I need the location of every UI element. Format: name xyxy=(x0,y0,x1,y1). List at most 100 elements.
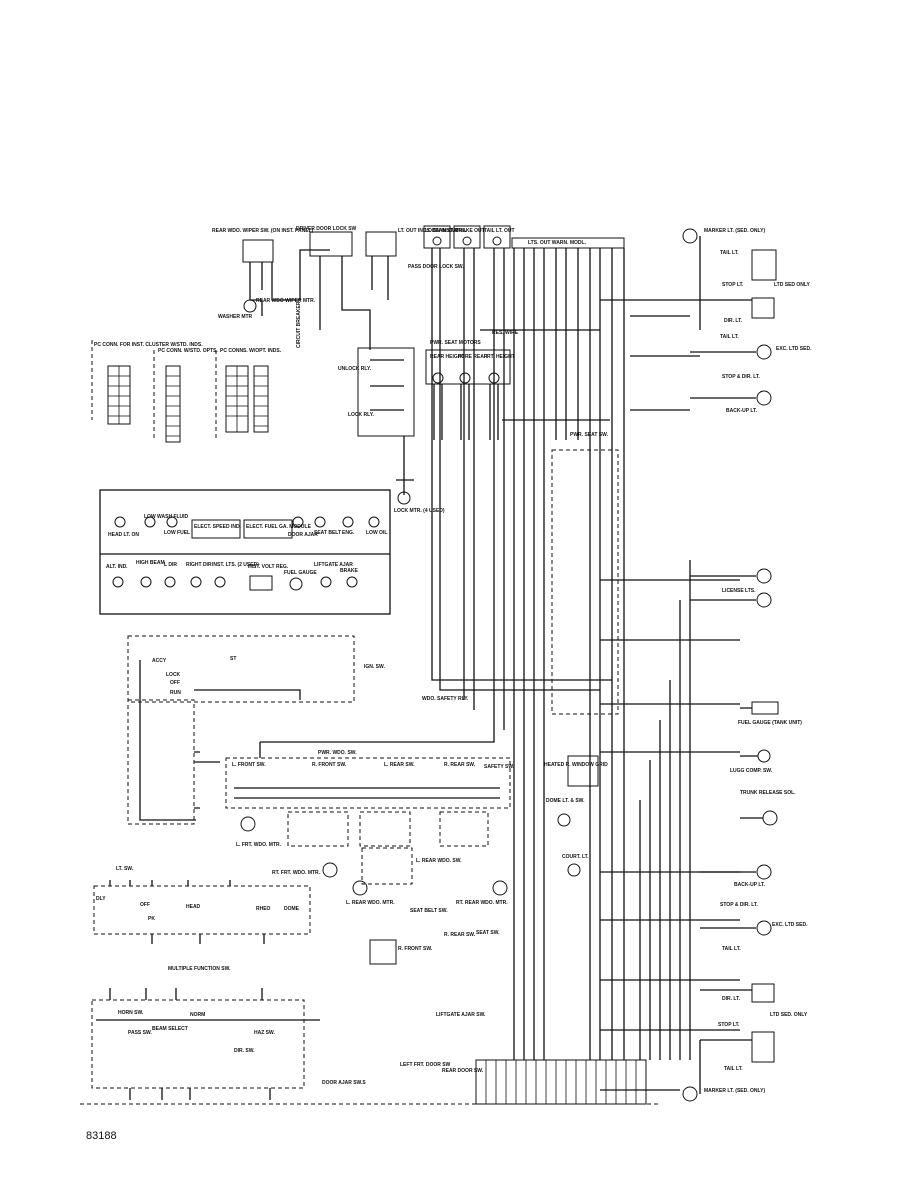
low-fuel-label: LOW FUEL xyxy=(164,530,190,536)
rear-wiper-switch-label: REAR WDO. WIPER SW. (ON INST. PANEL) xyxy=(212,228,314,234)
back-up-2-label: BACK-UP LT. xyxy=(734,882,766,888)
marker-lamp-bottom xyxy=(682,1086,698,1102)
exc-ltd-label: EXC. LTD SED. xyxy=(776,346,812,352)
center-components: HEATED R. WINDOW GRID DOME LT. & SW. COU… xyxy=(322,755,647,1105)
l-frt-mtr-label: L. FRT. WDO. MTR. xyxy=(236,842,282,848)
l-front-sw-label: L. FRONT SW. xyxy=(232,762,266,768)
license-label: LICENSE LTS. xyxy=(722,588,756,594)
heated-window-grid xyxy=(567,755,599,787)
l-rear-sw-label: L. REAR SW. xyxy=(384,762,415,768)
marker-top-label: MARKER LT. (SED. ONLY) xyxy=(704,228,765,234)
pass-lock-switch xyxy=(365,231,397,257)
r-front-sw-label: R. FRONT SW. xyxy=(398,946,433,952)
ltd-sed-only-label: LTD SED ONLY xyxy=(774,282,811,288)
lt-sw-title: LT. SW. xyxy=(116,866,134,872)
exc-ltd-2-label: EXC. LTD SED. xyxy=(772,922,808,928)
cluster-outline xyxy=(99,489,391,615)
courtesy-lamp xyxy=(567,863,581,877)
ign-off-label: OFF xyxy=(170,680,180,686)
elect-speed-label: ELECT. SPEED IND. xyxy=(194,524,242,530)
head-lt-label: HEAD LT. ON xyxy=(108,532,139,538)
rt-frt-wdo-motor xyxy=(322,862,338,878)
pc-connector-tables: PC CONN. FOR INST. CLUSTER W/STD. INDS. … xyxy=(91,340,282,443)
lt-sw-head-label: HEAD xyxy=(186,904,201,910)
res-wire-top-label: RES. WIRE xyxy=(492,330,519,336)
pwr-wdo-sw-box xyxy=(225,757,511,809)
seat-belt-sw-label: SEAT BELT SW. xyxy=(410,908,448,914)
lt-sw-off-label: OFF xyxy=(140,902,150,908)
inst-lts-lamp xyxy=(214,576,226,588)
seat-belt-lamp xyxy=(314,516,326,528)
door-ajar-sws-label: DOOR AJAR SW.S xyxy=(322,1080,366,1086)
l-dir-lamp xyxy=(164,576,176,588)
dir-lt-1-label: DIR. LT. xyxy=(724,318,743,324)
warning-module-label: LTS. OUT WARN. MODL. xyxy=(528,240,587,246)
seat-switch-label: PWR. SEAT SW. xyxy=(570,432,609,438)
tail-lt-3-label: TAIL LT. xyxy=(722,946,741,952)
high-beam-label: HIGH BEAM xyxy=(136,560,165,566)
alt-ind-label: ALT. IND. xyxy=(106,564,128,570)
fore-rear-label: FORE REAR xyxy=(458,354,488,360)
lt-sw-dome-label: DOME xyxy=(284,906,300,912)
light-switch-box xyxy=(93,885,311,935)
stop-dir-2-label: STOP & DIR. LT. xyxy=(720,902,758,908)
low-wash-label: LOW WASH FLUID xyxy=(144,514,189,520)
brake-lamp xyxy=(346,576,358,588)
seat-motors-box xyxy=(425,349,511,385)
tail-lt-4-label: TAIL LT. xyxy=(724,1066,743,1072)
fuel-gauge-tank-label: FUEL GAUGE (TANK UNIT) xyxy=(738,720,802,726)
ign-st-label: ST xyxy=(230,656,236,662)
haz-sw-label: HAZ SW. xyxy=(254,1030,275,1036)
ignition-switch: IGN. SW. ACCY LOCK OFF RUN ST xyxy=(127,635,385,825)
elect-fuel-label: ELECT. FUEL GA. MODULE xyxy=(246,524,312,530)
instrument-cluster: HEAD LT. ON LOW WASH FLUID LOW FUEL ELEC… xyxy=(99,489,391,615)
ignition-switch-top-box xyxy=(127,635,355,703)
pwr-wdo-sw-title: PWR. WDO. SW. xyxy=(318,750,357,756)
dome-lamp xyxy=(557,813,571,827)
left-frt-door-sw-label: LEFT FRT. DOOR SW xyxy=(400,1062,451,1068)
washer-motor xyxy=(243,299,257,313)
ign-run-label: RUN xyxy=(170,690,181,696)
multi-sw-title: MULTIPLE FUNCTION SW. xyxy=(168,966,231,972)
stop-lt-2-label: STOP LT. xyxy=(718,1022,740,1028)
brake-out-indicator xyxy=(453,225,481,249)
l-frt-wdo-motor xyxy=(240,816,256,832)
rear-lamps: MARKER LT. (SED. ONLY) TAIL LT. STOP LT.… xyxy=(682,228,812,1102)
inst-lts-label: INST. LTS. (2 USED) xyxy=(212,562,259,568)
door-ajar-label: DOOR AJAR xyxy=(288,532,318,538)
driver-lock-switch xyxy=(309,231,353,257)
norm-label: NORM xyxy=(190,1012,205,1018)
pc-conn-cluster-title: PC CONN. FOR INST. CLUSTER W/STD. INDS. xyxy=(94,342,203,348)
warning-module-box xyxy=(511,237,625,249)
brake-label: BRAKE xyxy=(340,568,358,574)
heated-grid-label: HEATED R. WINDOW GRID xyxy=(544,762,608,768)
dir-sw-label: DIR. SW. xyxy=(234,1048,255,1054)
r-front-sw-label: R. FRONT SW. xyxy=(312,762,347,768)
power-seat-switch xyxy=(551,449,619,715)
lobeam-out-indicator xyxy=(423,225,451,249)
back-up-1-label: BACK-UP LT. xyxy=(726,408,758,414)
rear-wiper-switch xyxy=(242,239,274,263)
tail-lt-2-label: TAIL LT. xyxy=(720,334,739,340)
lamp-out-indicators: LOBEAM OUT BRAKE OUT TAIL LT. OUT LTS. O… xyxy=(423,225,625,249)
lugg-comp-label: LUGG COMP. SW. xyxy=(730,768,773,774)
lock-motor-label: LOCK MTR. (4 USED) xyxy=(394,508,445,514)
rear-height-label: REAR HEIGHT xyxy=(430,354,464,360)
ignition-switch-title: IGN. SW. xyxy=(364,664,385,670)
dome-sw-label: DOME LT. & SW. xyxy=(546,798,585,804)
pass-lock-label: PASS DOOR LOCK SW. xyxy=(408,264,464,270)
lobeam-out-label: LOBEAM OUT xyxy=(425,228,459,234)
wiper-motor-label: REAR WDO WIPER MTR. xyxy=(256,298,316,304)
tail-lt-1-label: TAIL LT. xyxy=(720,250,739,256)
seat-sw-label: SEAT SW. xyxy=(476,930,500,936)
liftgate-lamp xyxy=(320,576,332,588)
courtesy-label: COURT. LT. xyxy=(562,854,589,860)
ltd-sed-only-2-label: LTD SED. ONLY xyxy=(770,1012,808,1018)
lt-sw-rheo-label: RHEO xyxy=(256,906,271,912)
seat-relay-group: UNLOCK RLY. LOCK RLY. PWR. SEAT MOTORS R… xyxy=(338,330,619,715)
stop-dir-label: STOP & DIR. LT. xyxy=(722,374,760,380)
safety-sw-label: SAFETY SW. xyxy=(484,764,515,770)
tail-out-label: TAIL LT. OUT xyxy=(484,228,515,234)
